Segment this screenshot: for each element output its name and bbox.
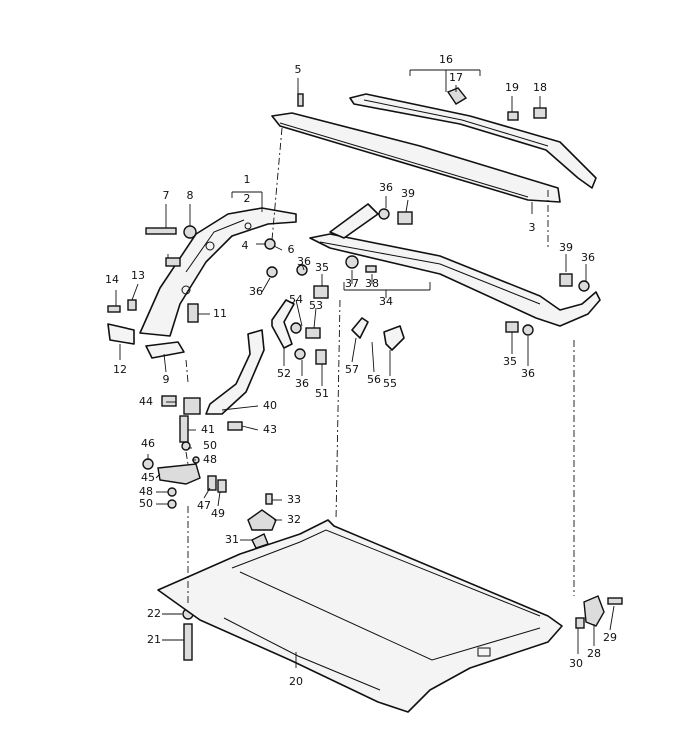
callout-44: 44 — [139, 395, 153, 408]
callout-46: 46 — [141, 437, 155, 450]
callout-22: 22 — [147, 607, 161, 620]
callout-50: 50 — [139, 497, 153, 510]
callout-28: 28 — [587, 647, 601, 660]
callout-1: 1 — [244, 173, 251, 186]
callout-20: 20 — [289, 675, 303, 688]
part-center-link-arm — [205, 329, 265, 415]
callout-40: 40 — [263, 399, 277, 412]
callout-39: 39 — [559, 241, 573, 254]
callout-7: 7 — [163, 189, 170, 202]
callout-2: 2 — [244, 192, 251, 205]
callout-54: 54 — [289, 293, 303, 306]
part-tension-bow — [309, 203, 601, 327]
callout-47: 47 — [197, 499, 211, 512]
callout-4: 4 — [242, 239, 249, 252]
callout-53: 53 — [309, 299, 323, 312]
callout-37: 37 — [345, 277, 359, 290]
callout-3: 3 — [529, 221, 536, 234]
leader-lines — [115, 69, 615, 668]
callout-39: 39 — [401, 187, 415, 200]
callout-36: 36 — [249, 285, 263, 298]
part-rear-bow — [271, 112, 561, 203]
callout-9: 9 — [163, 373, 170, 386]
part-left-bracket-plate — [107, 323, 185, 359]
callout-35: 35 — [315, 261, 329, 274]
callout-52: 52 — [277, 367, 291, 380]
part-top-weatherstrip — [349, 93, 597, 189]
callout-50: 50 — [203, 439, 217, 452]
callout-18: 18 — [533, 81, 547, 94]
callout-12: 12 — [113, 363, 127, 376]
callout-5: 5 — [295, 63, 302, 76]
callout-36: 36 — [297, 255, 311, 268]
callout-36: 36 — [295, 377, 309, 390]
callout-48: 48 — [139, 485, 153, 498]
callout-16: 16 — [439, 53, 453, 66]
part-front-header — [157, 519, 563, 713]
callout-55: 55 — [383, 377, 397, 390]
callout-45: 45 — [141, 471, 155, 484]
callout-57: 57 — [345, 363, 359, 376]
callout-41: 41 — [201, 423, 215, 436]
callout-36: 36 — [581, 251, 595, 264]
callout-17: 17 — [449, 71, 463, 84]
callout-56: 56 — [367, 373, 381, 386]
part-small-linkages — [271, 299, 405, 351]
callout-8: 8 — [187, 189, 194, 202]
callout-32: 32 — [287, 513, 301, 526]
assembly-lines — [185, 127, 575, 604]
callout-48: 48 — [203, 453, 217, 466]
callout-36: 36 — [379, 181, 393, 194]
callout-13: 13 — [131, 269, 145, 282]
callout-19: 19 — [505, 81, 519, 94]
callout-30: 30 — [569, 657, 583, 670]
callout-21: 21 — [147, 633, 161, 646]
callout-35: 35 — [503, 355, 517, 368]
callout-6: 6 — [288, 243, 295, 256]
callout-14: 14 — [105, 273, 119, 286]
callout-34: 34 — [379, 295, 393, 308]
callout-33: 33 — [287, 493, 301, 506]
callout-49: 49 — [211, 507, 225, 520]
callout-38: 38 — [365, 277, 379, 290]
callout-29: 29 — [603, 631, 617, 644]
callout-11: 11 — [213, 307, 227, 320]
callout-43: 43 — [263, 423, 277, 436]
callout-51: 51 — [315, 387, 329, 400]
callout-36: 36 — [521, 367, 535, 380]
callout-31: 31 — [225, 533, 239, 546]
